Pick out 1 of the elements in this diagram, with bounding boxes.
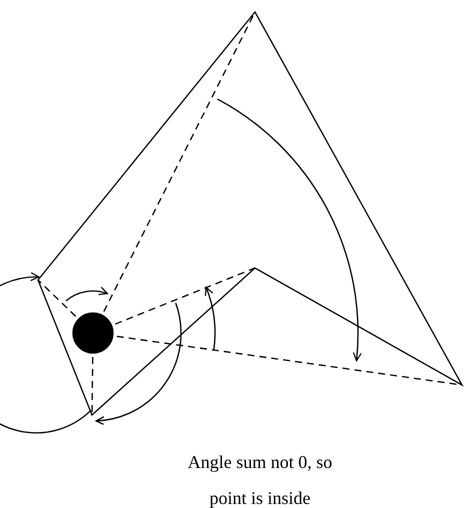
note-text: Angle sum not 0, so point is inside [186,451,334,508]
